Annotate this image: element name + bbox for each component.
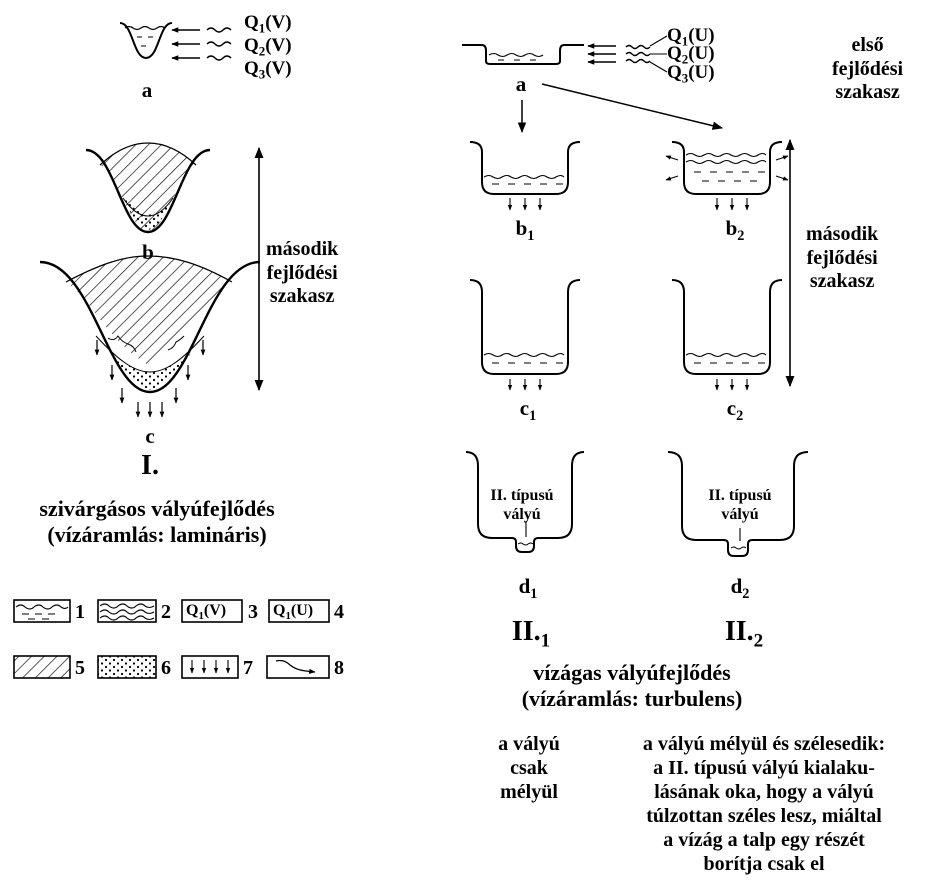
right-trough-a xyxy=(462,44,584,65)
right-trough-c2 xyxy=(671,279,783,391)
legend-num-6: 6 xyxy=(161,657,171,679)
right-q-arrows xyxy=(587,35,668,73)
legend-symbol-1 xyxy=(13,599,71,623)
right-q2-label: Q2(U) xyxy=(667,43,715,67)
legend-symbol-4 xyxy=(268,599,330,623)
legend-symbol-7 xyxy=(181,655,239,679)
legend-symbols xyxy=(13,599,330,679)
left-q2-label: Q2(V) xyxy=(244,35,292,59)
legend-symbol-3-text: Q1(V) xyxy=(186,602,227,622)
right-trough-d1 xyxy=(465,451,585,553)
right-label-d2: d2 xyxy=(730,574,750,602)
legend-symbol-6 xyxy=(97,655,157,679)
right-trough-b1 xyxy=(469,141,581,211)
left-label-a: a xyxy=(141,78,153,102)
right-label-c2: c2 xyxy=(726,396,744,424)
right-label-d1: d1 xyxy=(518,574,538,602)
left-trough-a xyxy=(119,22,173,60)
legend-num-1: 1 xyxy=(75,601,85,623)
right-roman-2: II.2 xyxy=(724,616,764,652)
legend-num-2: 2 xyxy=(161,601,171,623)
right-trough-d2 xyxy=(667,451,809,557)
left-roman-numeral: I. xyxy=(141,450,159,481)
legend-symbol-4-text: Q1(U) xyxy=(273,602,314,622)
left-label-b: b xyxy=(142,240,154,264)
left-q-arrows xyxy=(171,27,232,61)
left-seepage-arrows xyxy=(94,340,206,418)
right-roman-1: II.1 xyxy=(511,616,551,652)
right-label-b1: b1 xyxy=(515,216,535,244)
left-label-c: c xyxy=(145,424,155,448)
right-q1-label: Q1(U) xyxy=(667,25,715,49)
right-label-a: a xyxy=(515,72,527,96)
right-q3-label: Q3(U) xyxy=(667,62,715,86)
legend-num-5: 5 xyxy=(75,657,85,679)
left-caption: szivárgásos vályúfejlődés(vízáramlás: la… xyxy=(39,496,275,547)
legend-num-3: 3 xyxy=(248,601,258,623)
legend-num-4: 4 xyxy=(334,601,344,623)
legend-num-8: 8 xyxy=(334,657,344,679)
right-label-b2: b2 xyxy=(725,216,745,244)
left-trough-c xyxy=(39,255,261,394)
right-label-c1: c1 xyxy=(519,396,537,424)
right-caption: vízágas vályúfejlődés(vízáramlás: turbul… xyxy=(521,660,743,711)
right-trough-c1 xyxy=(469,279,581,391)
legend-symbol-2 xyxy=(97,599,157,623)
legend-symbol-8 xyxy=(266,655,330,679)
right-arrow-a-to-b2 xyxy=(541,83,724,130)
legend-num-7: 7 xyxy=(243,657,253,679)
legend-symbol-5 xyxy=(13,655,71,679)
left-trough-b xyxy=(85,142,211,234)
left-q1-label: Q1(V) xyxy=(244,12,292,36)
left-q3-label: Q3(V) xyxy=(244,58,292,82)
legend-symbol-3 xyxy=(181,599,243,623)
right-trough-b2 xyxy=(665,141,789,211)
right-note-right: a vályú mélyül és szélesedik:a II. típus… xyxy=(642,733,886,875)
